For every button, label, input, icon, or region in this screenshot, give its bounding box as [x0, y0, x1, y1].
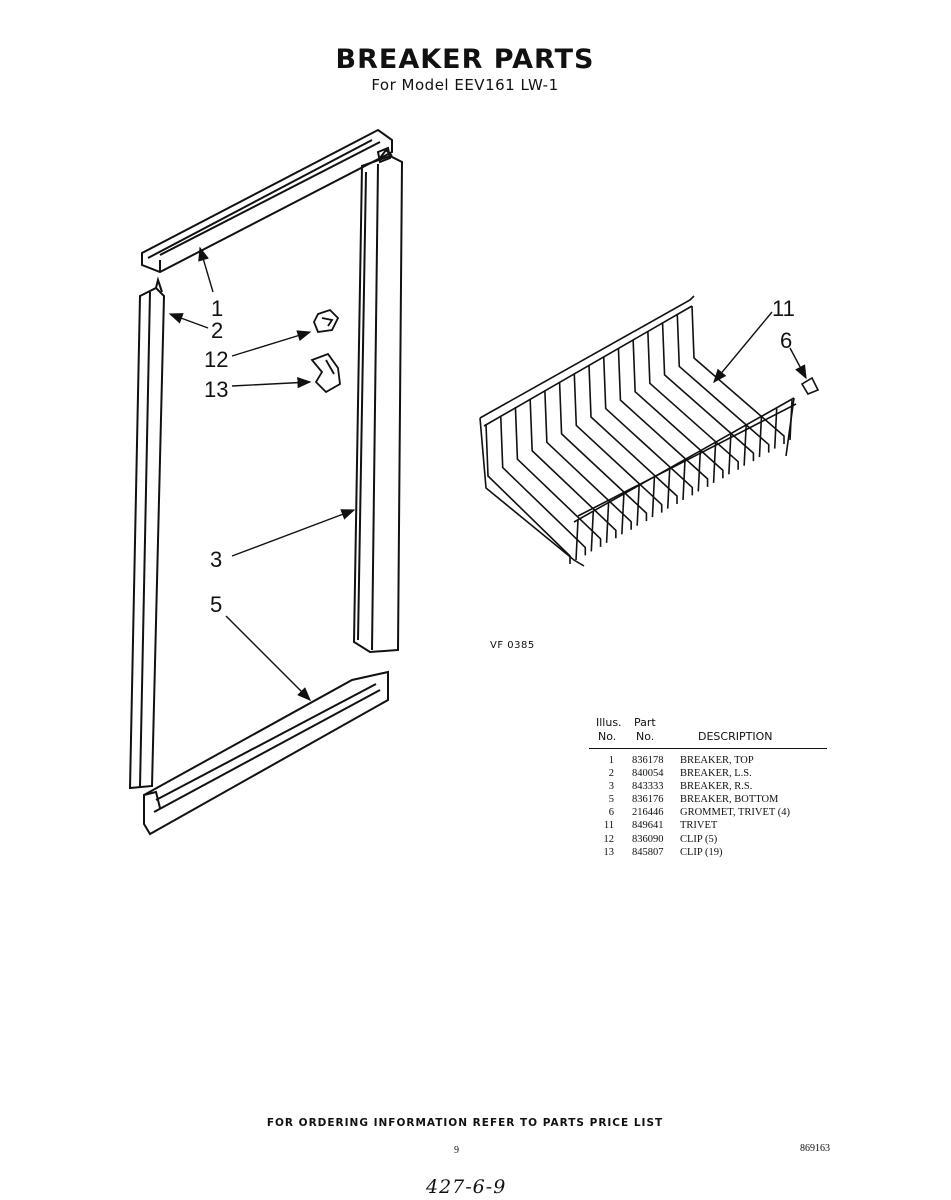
callout-13: 13 [204, 377, 228, 402]
table-row: 13 845807 CLIP (19) [592, 847, 832, 860]
table-row: 6 216446 GROMMET, TRIVET (4) [592, 807, 832, 820]
header-part: Part [634, 716, 656, 729]
part-number: 840054 [632, 768, 664, 780]
header-description: DESCRIPTION [698, 730, 773, 743]
part-number: 836090 [632, 833, 664, 845]
table-row: 1 836178 BREAKER, TOP [592, 755, 832, 768]
trivet-rib [588, 364, 686, 504]
breaker-bottom-drawing [143, 670, 389, 836]
header-no-1: No. [598, 730, 617, 743]
illus-number: 6 [608, 807, 614, 819]
callout-11: 11 [772, 296, 795, 321]
part-description: BREAKER, BOTTOM [680, 794, 779, 806]
callout-2: 2 [211, 318, 223, 343]
part-number: 836176 [632, 794, 664, 806]
part-description: GROMMET, TRIVET (4) [680, 807, 790, 819]
breaker-left-side-drawing [128, 276, 166, 790]
handwritten-note: 427-6-9 [426, 1176, 507, 1198]
part-number: 849641 [632, 820, 664, 832]
model-subtitle: For Model EEV161 LW-1 [371, 76, 559, 94]
callout-5: 5 [210, 592, 222, 617]
ordering-notice: FOR ORDERING INFORMATION REFER TO PARTS … [266, 1117, 664, 1129]
trivet-rib [647, 331, 747, 470]
part-number: 836178 [632, 755, 664, 766]
illus-number: 1 [608, 755, 614, 766]
trivet-rib [573, 373, 671, 513]
part-number: 845807 [632, 846, 664, 858]
table-row: 5 836176 BREAKER, BOTTOM [592, 794, 832, 807]
part-description: BREAKER, L.S. [680, 768, 752, 780]
callout-12: 12 [204, 347, 228, 372]
page-title: BREAKER PARTS [335, 44, 595, 75]
header-illus: Illus. [596, 716, 622, 729]
part-number: 843333 [632, 781, 664, 793]
trivet-ribs [485, 305, 793, 564]
trivet-rib [617, 348, 717, 487]
table-rule [589, 748, 827, 749]
page-number: 9 [454, 1145, 459, 1156]
table-header-row-1: Illus. Part [592, 716, 832, 730]
trivet-rib [676, 314, 778, 453]
document-number: 869163 [800, 1143, 830, 1154]
table-header-row-2: No. No. DESCRIPTION [592, 730, 832, 744]
table-row: 12 836090 CLIP (5) [592, 834, 832, 847]
table-row: 2 840054 BREAKER, L.S. [592, 768, 832, 781]
trivet-drawing [479, 295, 797, 567]
part-number: 216446 [632, 807, 664, 819]
illus-number: 11 [603, 820, 614, 832]
leader-arrows [168, 246, 807, 701]
callout-6: 6 [780, 328, 792, 353]
illus-number: 2 [608, 768, 614, 780]
part-description: CLIP (19) [680, 846, 723, 858]
table-row: 11 849641 TRIVET [592, 820, 832, 833]
table-row: 3 843333 BREAKER, R.S. [592, 781, 832, 794]
figure-code: VF 0385 [490, 640, 535, 651]
part-description: BREAKER, TOP [680, 755, 754, 766]
part-description: BREAKER, R.S. [680, 781, 753, 793]
part-description: CLIP (5) [680, 833, 718, 845]
trivet-rib [691, 305, 793, 444]
breaker-top-drawing [141, 128, 393, 274]
trivet-rib [632, 339, 732, 479]
illus-number: 5 [608, 794, 614, 806]
breaker-right-side-drawing [352, 148, 404, 654]
illus-number: 3 [608, 781, 614, 793]
illus-number: 12 [603, 833, 615, 845]
part-description: TRIVET [680, 820, 718, 832]
header-no-2: No. [636, 730, 655, 743]
clip-13-drawing [310, 352, 341, 394]
trivet-rib [602, 356, 702, 496]
callout-1: 1 [211, 296, 223, 321]
callout-3: 3 [210, 547, 222, 572]
illus-number: 13 [603, 846, 615, 858]
grommet-drawing [800, 376, 820, 395]
clip-12-drawing [313, 308, 340, 333]
